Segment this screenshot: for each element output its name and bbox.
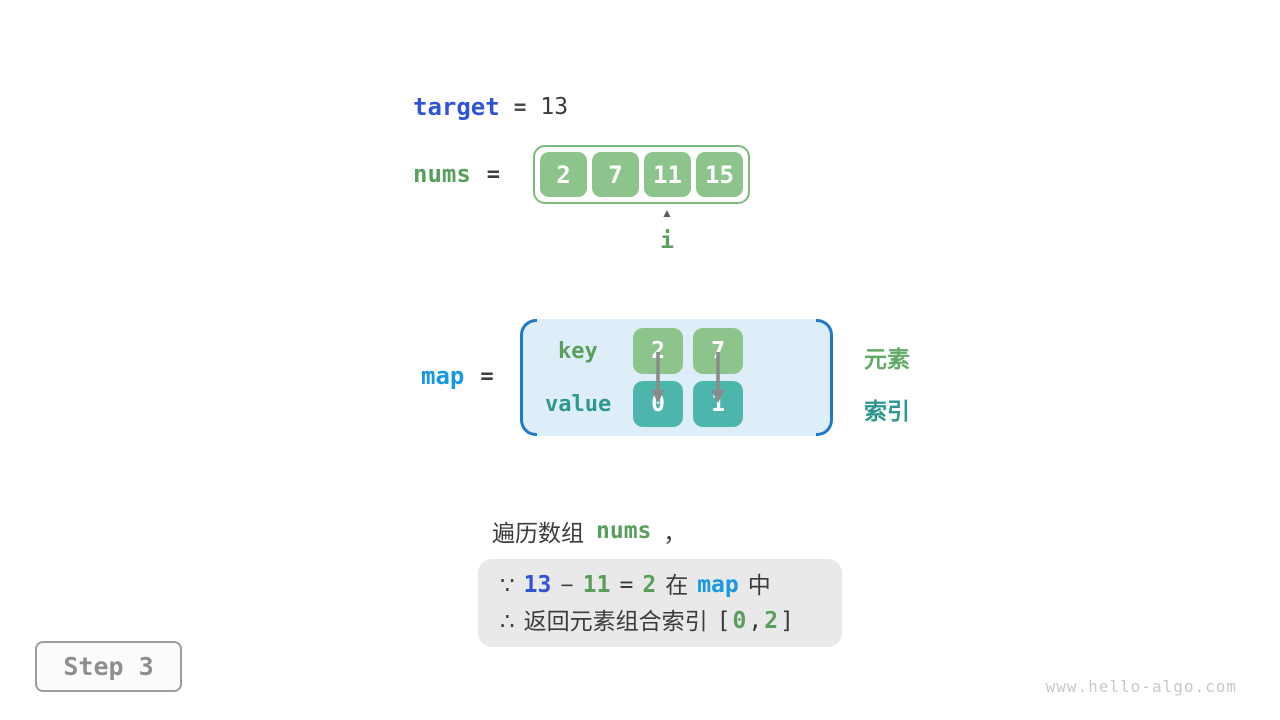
nums-equals: = xyxy=(486,161,501,187)
nums-array: 2 7 11 15 xyxy=(533,145,750,204)
map-label: map xyxy=(421,362,465,390)
map-word: map xyxy=(697,572,739,598)
caption-suffix: ， xyxy=(663,520,687,546)
result-index-1: 2 xyxy=(764,608,779,634)
therefore-symbol: ∴ xyxy=(500,608,515,634)
target-label: target xyxy=(413,93,500,121)
result-indices: [0,2] xyxy=(717,605,794,637)
caption-code: nums xyxy=(596,518,652,544)
array-cell-3: 15 xyxy=(696,152,743,197)
map-value-label: value xyxy=(545,392,612,417)
array-cell-2: 11 xyxy=(644,152,691,197)
caption-prefix: 遍历数组 xyxy=(492,520,584,546)
nums-line: nums = xyxy=(413,160,500,188)
zhong-word: 中 xyxy=(747,572,771,598)
map-key-cell-0: 2 xyxy=(633,328,683,374)
pointer-label: i xyxy=(660,228,674,254)
subtrahend: 11 xyxy=(582,572,611,598)
map-key-label: key xyxy=(558,339,598,364)
conclusion-box: ∵ 13 − 11 = 2 在 map 中 ∴ 返回元素组合索引 [0,2] xyxy=(478,559,842,647)
map-row-label-element: 元素 xyxy=(864,346,910,372)
result-comma: , xyxy=(748,608,763,634)
conclusion-text: 返回元素组合索引 xyxy=(523,608,708,634)
map-line: map = xyxy=(421,362,494,390)
pointer-caret-icon: ▲ xyxy=(661,206,673,220)
nums-label: nums xyxy=(413,160,471,188)
bracket-close: ] xyxy=(780,608,794,634)
target-value: 13 xyxy=(540,94,569,120)
map-value-cell-0: 0 xyxy=(633,381,683,427)
target-equals: = xyxy=(513,95,527,119)
caption-line: 遍历数组 nums ， xyxy=(492,514,686,548)
map-row-label-index: 索引 xyxy=(864,398,910,424)
bracket-open: [ xyxy=(716,608,731,634)
map-equals: = xyxy=(480,363,494,389)
step-label: Step 3 xyxy=(63,652,154,681)
array-cell-0: 2 xyxy=(540,152,587,197)
map-container: key value 2 7 0 1 xyxy=(520,319,833,436)
difference: 2 xyxy=(642,572,657,598)
watermark: www.hello-algo.com xyxy=(1045,677,1237,696)
minuend: 13 xyxy=(523,572,552,598)
map-left-bracket xyxy=(520,319,537,436)
map-value-cell-1: 1 xyxy=(693,381,743,427)
in-word: 在 xyxy=(665,572,689,598)
map-key-cell-1: 7 xyxy=(693,328,743,374)
target-line: target = 13 xyxy=(413,93,568,121)
conclusion-line-2: ∴ 返回元素组合索引 [0,2] xyxy=(500,605,820,637)
because-symbol: ∵ xyxy=(500,572,515,598)
step-badge: Step 3 xyxy=(35,641,182,692)
conclusion-line-1: ∵ 13 − 11 = 2 在 map 中 xyxy=(500,569,820,601)
result-index-0: 0 xyxy=(732,608,747,634)
minus-sign: − xyxy=(560,572,574,598)
array-cell-1: 7 xyxy=(592,152,639,197)
equals-sign: = xyxy=(619,572,634,598)
map-right-bracket xyxy=(816,319,833,436)
